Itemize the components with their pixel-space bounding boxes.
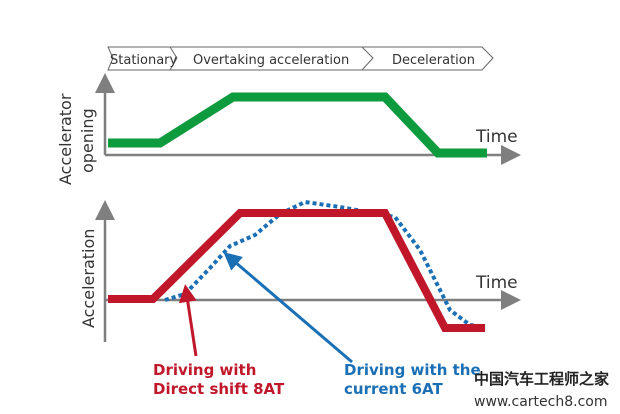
red-pointer-arrow [178, 284, 198, 357]
label-current-2: current 6AT [344, 380, 443, 398]
top-y-label-2: opening [78, 108, 97, 173]
phase-overtaking-shape [170, 46, 374, 71]
accelerator-line [108, 92, 487, 158]
watermark-cn: 中国汽车工程师之家 [474, 370, 609, 388]
top-y-label-1: Accelerator [56, 93, 75, 185]
direct-shift-8at-line [108, 209, 485, 332]
top-x-label: Time [475, 127, 518, 147]
label-current-1: Driving with the [344, 361, 481, 379]
phase-stationary: Stationary [110, 53, 178, 68]
phase-bar [107, 46, 494, 71]
phase-deceleration: Deceleration [392, 53, 475, 68]
phase-overtaking: Overtaking acceleration [193, 53, 349, 68]
blue-pointer-arrow [223, 252, 353, 364]
phase-deceleration-shape [362, 46, 494, 71]
label-direct-shift-2: Direct shift 8AT [153, 380, 285, 398]
current-6at-line [164, 199, 486, 329]
bottom-y-label: Acceleration [79, 229, 98, 328]
bottom-x-label: Time [475, 273, 518, 293]
label-direct-shift-1: Driving with [153, 361, 256, 379]
watermark-url: www.cartech8.com [474, 394, 607, 410]
